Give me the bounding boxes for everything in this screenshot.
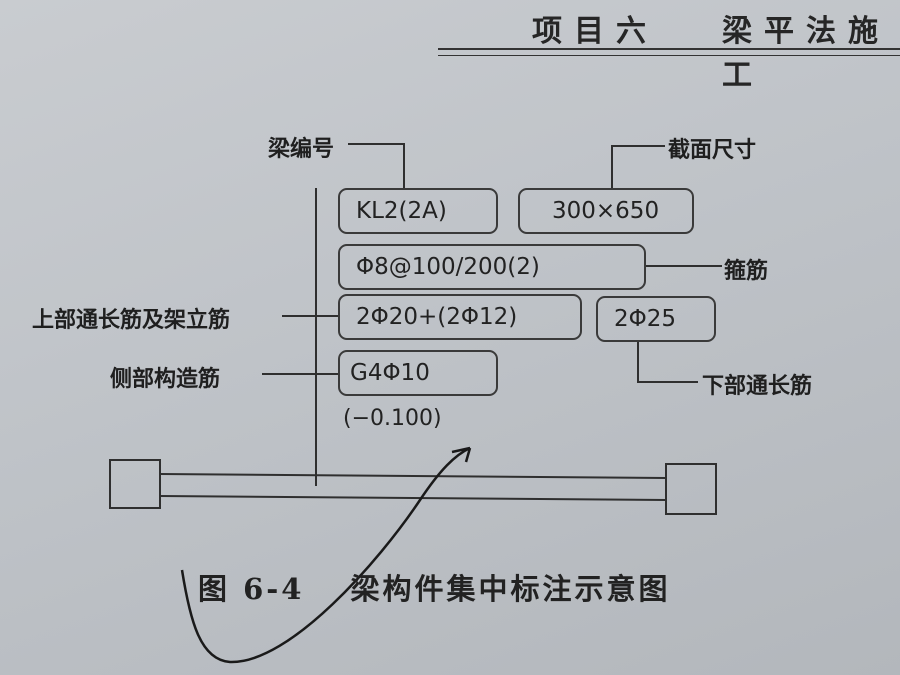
beam-top-edge (159, 473, 667, 479)
beam-id-label: 梁编号 (268, 137, 335, 162)
header-chapter: 梁平法施工 (722, 14, 890, 93)
handwritten-stroke (180, 446, 472, 664)
stirrup-label: 箍筋 (724, 259, 769, 284)
header-rule-bottom (438, 55, 900, 56)
section-size-leader (611, 145, 665, 188)
stirrup-box: Φ8@100/200(2) (338, 244, 646, 290)
side-bars-label: 侧部构造筋 (110, 367, 221, 392)
beam-id-leader (348, 143, 405, 188)
elevation-text: (−0.100) (343, 406, 442, 431)
header-rule-top (438, 48, 900, 50)
section-size-box: 300×650 (518, 188, 694, 234)
top-bars-box: 2Φ20+(2Φ12) (338, 294, 582, 340)
figure-number: 图 6-4 (198, 572, 305, 606)
bottom-bars-box: 2Φ25 (596, 296, 716, 342)
bottom-bars-leader (637, 342, 698, 383)
right-column (665, 463, 717, 515)
header-project: 项目六 (532, 14, 658, 49)
beam-id-box: KL2(2A) (338, 188, 498, 234)
top-bars-label: 上部通长筋及架立筋 (32, 308, 231, 333)
side-bars-box: G4Φ10 (338, 350, 498, 396)
figure-caption: 图 6-4 梁构件集中标注示意图 (198, 566, 671, 608)
section-size-label: 截面尺寸 (668, 138, 757, 163)
beam-bottom-edge (159, 495, 667, 501)
figure-title: 梁构件集中标注示意图 (350, 572, 671, 606)
bottom-bars-label: 下部通长筋 (702, 374, 813, 399)
left-column (109, 459, 161, 509)
